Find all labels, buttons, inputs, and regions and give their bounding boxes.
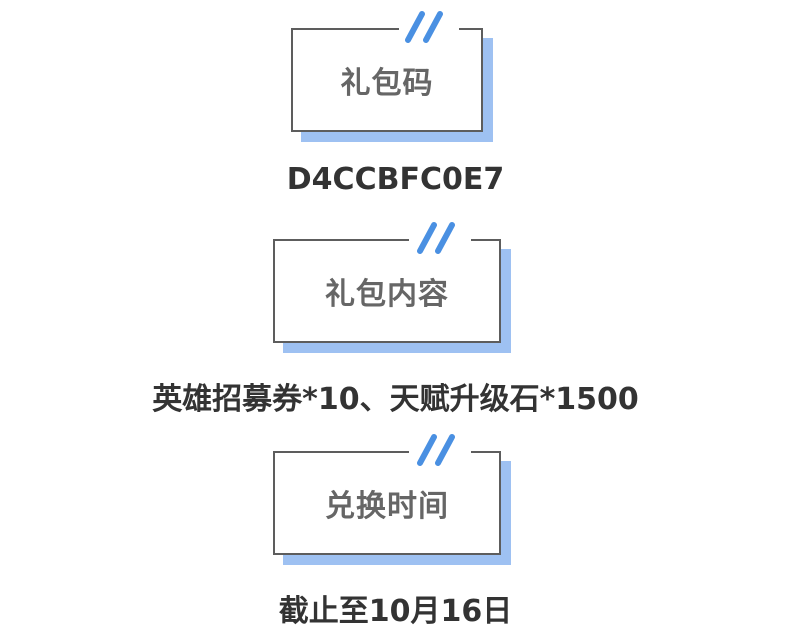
section-gift-code-header: 礼包码 [291, 11, 493, 142]
double-slash-icon [417, 434, 455, 466]
section-title: 礼包内容 [325, 277, 449, 312]
box-frame [273, 451, 501, 555]
double-slash-icon [405, 11, 443, 43]
section-gift-content-header: 礼包内容 [273, 222, 511, 353]
double-slash-icon [417, 222, 455, 254]
box-border-gap [409, 236, 471, 242]
box-border-gap [399, 25, 459, 31]
box-border-gap [409, 448, 471, 454]
redeem-time-value: 截止至10月16日 [278, 594, 513, 629]
box-frame [273, 239, 501, 343]
gift-content-value: 英雄招募券*10、天赋升级石*1500 [152, 382, 639, 417]
gift-code-value: D4CCBFC0E7 [286, 162, 505, 197]
box-frame [291, 28, 483, 132]
section-title: 兑换时间 [325, 489, 449, 524]
section-title: 礼包码 [340, 66, 434, 101]
section-redeem-time-header: 兑换时间 [273, 434, 511, 565]
